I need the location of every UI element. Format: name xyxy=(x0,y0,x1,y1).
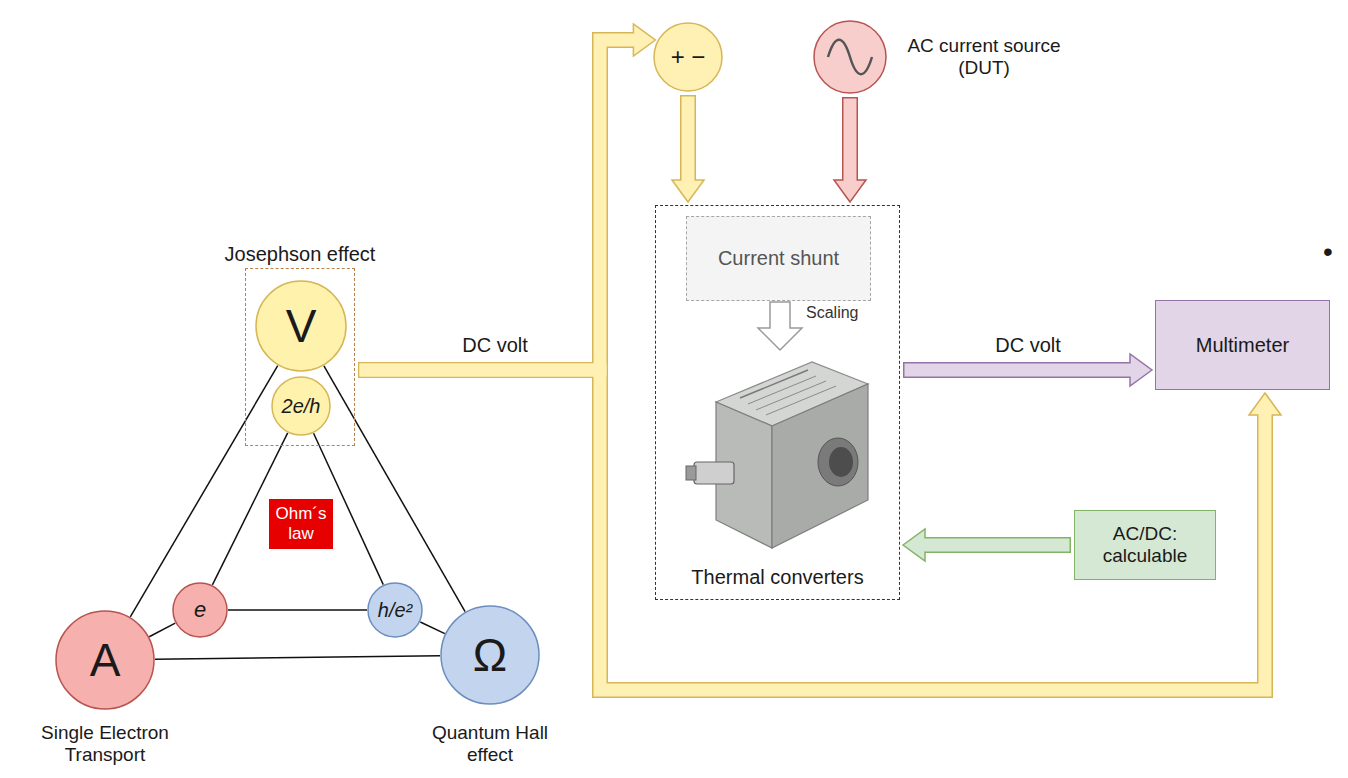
node-text: A xyxy=(90,634,121,687)
connector-line xyxy=(155,656,440,660)
constant-circle: 2e/h xyxy=(271,376,331,436)
connector-line xyxy=(130,366,277,617)
block-arrow xyxy=(366,370,1265,690)
arrow-head xyxy=(633,24,655,56)
caption-label: Single Electron Transport xyxy=(25,722,185,766)
node-text: Thermal converters xyxy=(656,566,899,589)
scaling-arrow xyxy=(758,302,802,350)
circle-shape xyxy=(256,281,346,371)
edge-label: DC volt xyxy=(993,334,1063,357)
process-box: AC/DC: calculable xyxy=(1074,510,1216,580)
arrow-head xyxy=(672,180,704,202)
block-arrow xyxy=(366,40,633,370)
dc-source-circle: + − xyxy=(653,22,723,92)
node-text: Current shunt xyxy=(718,247,839,270)
node-text: h/e² xyxy=(378,599,412,622)
connector-line xyxy=(228,609,367,611)
law-box: Ohm´s law xyxy=(269,499,333,549)
node-text: Josephson effect xyxy=(225,243,376,266)
connector-line xyxy=(324,366,465,612)
arrow-head xyxy=(834,180,866,202)
unit-circle: A xyxy=(55,610,155,710)
block-arrow xyxy=(360,40,636,370)
circle-shape xyxy=(814,21,886,93)
output-connector xyxy=(818,438,858,486)
constant-circle: h/e² xyxy=(367,582,423,638)
group-box: Josephson effectV2e/h xyxy=(245,268,355,446)
bnc-connector xyxy=(694,462,734,484)
plate-mark xyxy=(756,381,826,410)
connector-line xyxy=(149,623,175,637)
circle-shape xyxy=(441,606,539,704)
ac-source-circle: AC current source (DUT) xyxy=(813,20,887,94)
node-text: AC current source (DUT) xyxy=(899,35,1069,79)
node-text: 2e/h xyxy=(282,395,321,418)
bullet: • xyxy=(1318,236,1338,268)
converter-side xyxy=(772,384,868,548)
node-text: AC/DC: calculable xyxy=(1080,523,1210,567)
node-text: + − xyxy=(671,43,706,71)
arrow-head xyxy=(1249,393,1281,415)
node-text: V xyxy=(286,300,317,353)
block-arrow xyxy=(923,539,1070,552)
circle-shape xyxy=(368,583,422,637)
sine-symbol xyxy=(828,40,872,75)
node-text: Multimeter xyxy=(1196,334,1289,357)
caption-label: Quantum Hall effect xyxy=(420,722,560,766)
output-connector-core xyxy=(829,447,853,477)
circle-shape xyxy=(56,611,154,709)
arrow-label: Scaling xyxy=(806,304,886,322)
bnc-tip xyxy=(686,466,696,480)
edge-label: DC volt xyxy=(460,334,530,357)
node-text: e xyxy=(194,597,206,622)
node-text: Ω xyxy=(473,629,507,682)
block-arrow xyxy=(905,364,1133,377)
circle-outline xyxy=(813,20,887,94)
group-box: Thermal converters Current shunt xyxy=(655,205,900,600)
circle-shape xyxy=(654,23,722,91)
process-box: Current shunt xyxy=(686,216,871,301)
unit-circle: Ω xyxy=(440,605,540,705)
circle-shape xyxy=(272,377,330,435)
thermal-converter-photo xyxy=(686,362,868,548)
constant-circle: e xyxy=(172,582,228,638)
unit-circle: V xyxy=(255,280,347,372)
plate-mark xyxy=(748,376,816,404)
block-arrow xyxy=(682,97,695,183)
arrow-head xyxy=(1130,354,1152,386)
block-arrow xyxy=(844,99,857,183)
triangle-lines xyxy=(130,366,465,660)
block-arrow xyxy=(360,370,1266,690)
plate-mark xyxy=(766,386,836,415)
process-box: Multimeter xyxy=(1155,300,1330,390)
arrow-fills xyxy=(360,40,1266,690)
arrow-head xyxy=(903,529,925,561)
arrow-heads xyxy=(633,24,1281,561)
connector-line xyxy=(420,622,445,634)
circle-shape xyxy=(173,583,227,637)
node-text: Ohm´s law xyxy=(275,504,327,543)
